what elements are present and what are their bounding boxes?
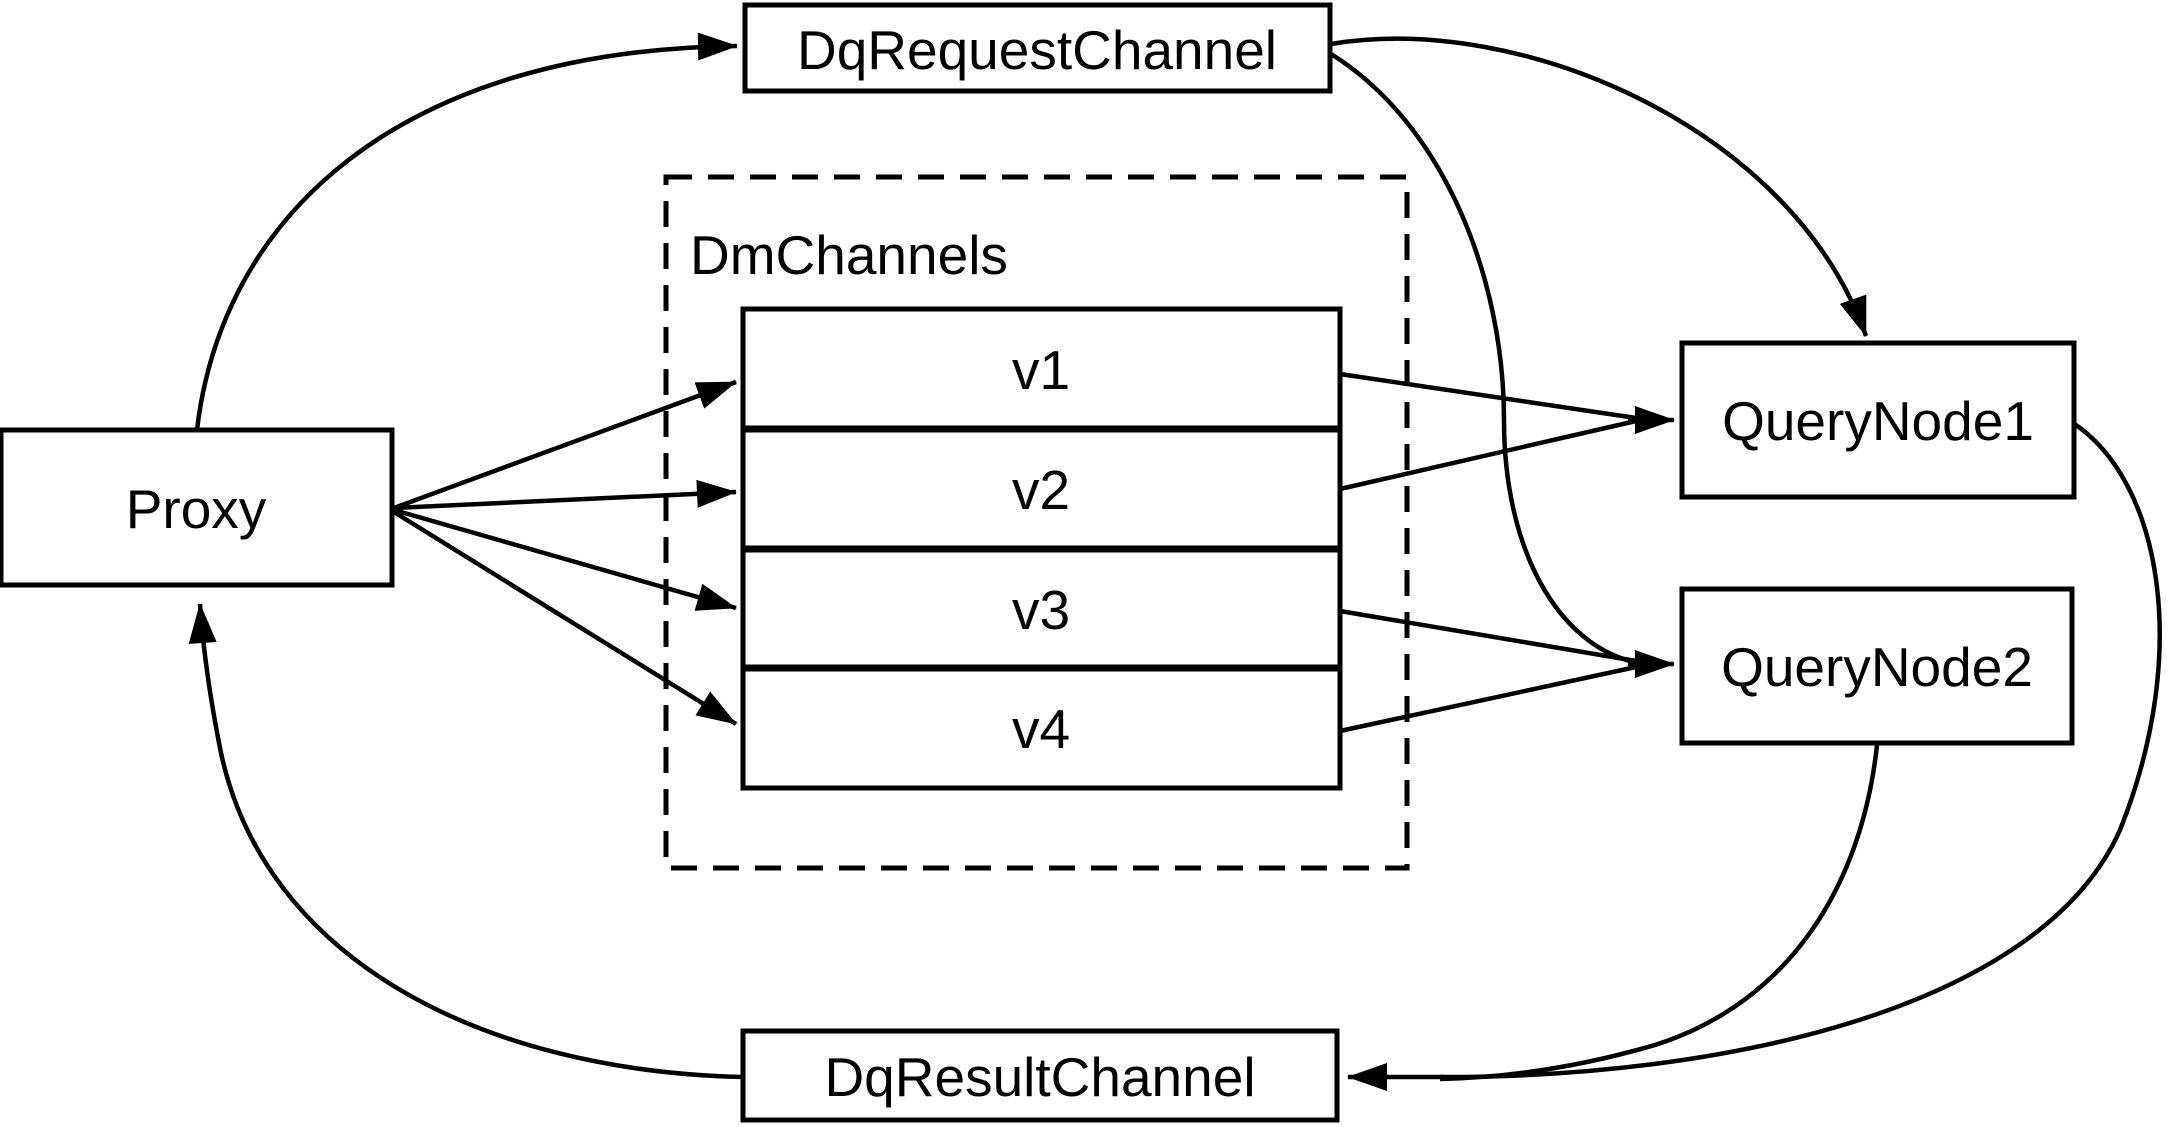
channel-v4-label: v4 <box>1012 698 1070 760</box>
edge-dqresultchannel-to-proxy <box>188 603 744 1080</box>
proxy-label: Proxy <box>126 478 267 540</box>
query-node-2-label: QueryNode2 <box>1721 636 2033 698</box>
edge-v2-to-querynode1 <box>1339 418 1637 492</box>
channel-v1-label: v1 <box>1012 339 1070 401</box>
query-node-1-box <box>1679 340 2077 500</box>
dq-request-channel-label: DqRequestChannel <box>797 19 1277 81</box>
edge-proxy-to-v1 <box>393 379 737 511</box>
edge-proxy-to-v2 <box>393 479 737 511</box>
proxy-box <box>0 427 395 588</box>
channel-stack: v1 v2 v3 v4 <box>740 306 1343 791</box>
edge-dqrequestchannel-to-querynode2 <box>1329 52 1635 665</box>
edge-v1-to-querynode1 <box>1339 371 1637 421</box>
group-dm-channels: DmChannels <box>663 174 1410 871</box>
node-query-node-1: QueryNode1 <box>1679 340 2077 500</box>
edge-proxy-to-v3 <box>393 507 737 611</box>
node-proxy: Proxy <box>0 427 395 588</box>
edge-querynode2-to-dqresultchannel <box>1439 744 1880 1082</box>
query-node-1-label: QueryNode1 <box>1722 390 2034 452</box>
channel-v3-label: v3 <box>1012 579 1070 641</box>
edge-proxy-to-v4 <box>392 510 738 726</box>
dq-request-channel-box <box>742 2 1333 94</box>
dm-channels-label: DmChannels <box>690 224 1008 286</box>
node-dq-result-channel: DqResultChannel <box>740 1028 1340 1123</box>
edge-proxy-to-dqrequestchannel <box>194 32 738 431</box>
node-query-node-2: QueryNode2 <box>1679 586 2075 746</box>
channel-v2-label: v2 <box>1012 459 1070 521</box>
edge-dqrequestchannel-to-querynode1 <box>1330 36 1869 337</box>
query-node-2-box <box>1679 586 2075 746</box>
node-dq-request-channel: DqRequestChannel <box>742 2 1333 94</box>
edge-v4-to-querynode2 <box>1339 664 1637 734</box>
dq-result-channel-box <box>740 1028 1340 1123</box>
dq-result-channel-label: DqResultChannel <box>824 1046 1255 1108</box>
edge-querynode1-to-dqresultchannel <box>1439 421 2162 1080</box>
edge-v3-to-querynode2 <box>1339 608 1637 664</box>
